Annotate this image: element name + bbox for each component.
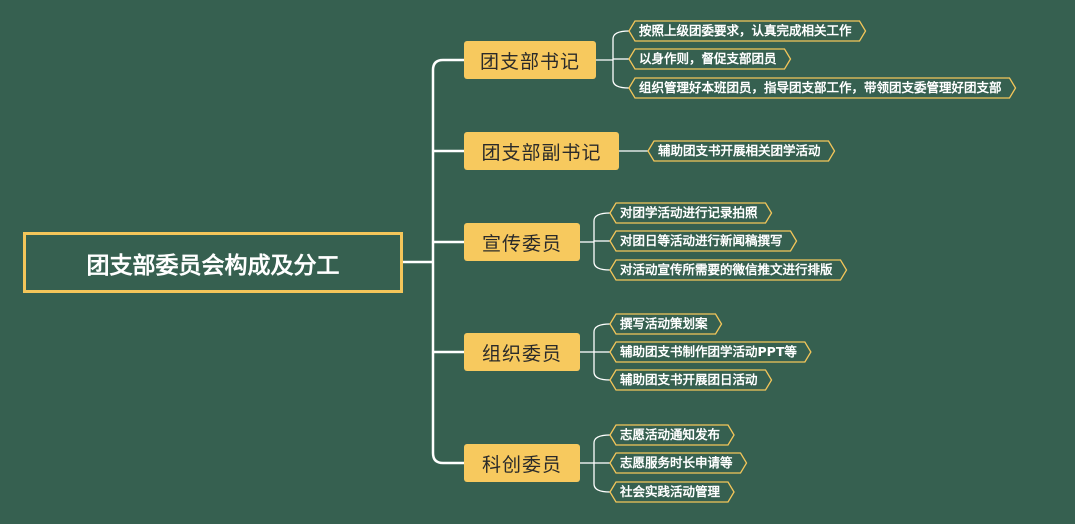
branch-node[interactable]: 团支部副书记 — [464, 132, 619, 170]
duty-label: 志愿服务时长申请等 — [620, 455, 733, 470]
duty-label: 社会实践活动管理 — [620, 484, 721, 499]
root-label: 团支部委员会构成及分工 — [86, 252, 340, 279]
duty-label: 辅助团支书开展相关团学活动 — [658, 143, 821, 158]
duty-label: 辅助团支书开展团日活动 — [620, 372, 758, 387]
branch-label: 团支部副书记 — [481, 141, 602, 164]
duty-label: 辅助团支书制作团学活动PPT等 — [620, 344, 797, 359]
duty-tag — [628, 20, 867, 42]
duty-tag — [609, 230, 798, 252]
branch-node[interactable]: 组织委员 — [464, 333, 580, 371]
duty-tag — [609, 313, 723, 335]
duty-tag — [609, 452, 748, 474]
duty-label: 对团学活动进行记录拍照 — [620, 205, 758, 220]
duty-tag — [647, 140, 836, 162]
duty-tag — [609, 341, 812, 363]
duty-label: 按照上级团委要求，认真完成相关工作 — [639, 23, 852, 38]
root-node[interactable]: 团支部委员会构成及分工 — [23, 232, 403, 293]
duty-label: 志愿活动通知发布 — [620, 427, 721, 442]
branch-label: 科创委员 — [481, 453, 562, 476]
duty-label: 撰写活动策划案 — [620, 316, 708, 331]
branch-node[interactable]: 宣传委员 — [464, 223, 580, 261]
branch-label: 团支部书记 — [479, 50, 580, 73]
trunk-line — [431, 58, 444, 465]
branch-node[interactable]: 科创委员 — [464, 444, 580, 482]
branch-label: 组织委员 — [481, 342, 562, 365]
branch-label: 宣传委员 — [481, 232, 562, 255]
duty-tag — [609, 259, 848, 281]
duty-tag — [609, 369, 773, 391]
duty-tag — [628, 77, 1017, 99]
duty-label: 以身作则，督促支部团员 — [639, 51, 777, 66]
duty-label: 对活动宣传所需要的微信推文进行排版 — [620, 262, 833, 277]
duty-tag — [628, 48, 792, 70]
duty-tag — [609, 424, 735, 446]
duty-label: 对团日等活动进行新闻稿撰写 — [620, 233, 783, 248]
duty-tag — [609, 202, 773, 224]
duty-tag — [609, 481, 735, 503]
branch-node[interactable]: 团支部书记 — [464, 41, 596, 79]
duty-label: 组织管理好本班团员，指导团支部工作，带领团支委管理好团支部 — [639, 80, 1002, 95]
